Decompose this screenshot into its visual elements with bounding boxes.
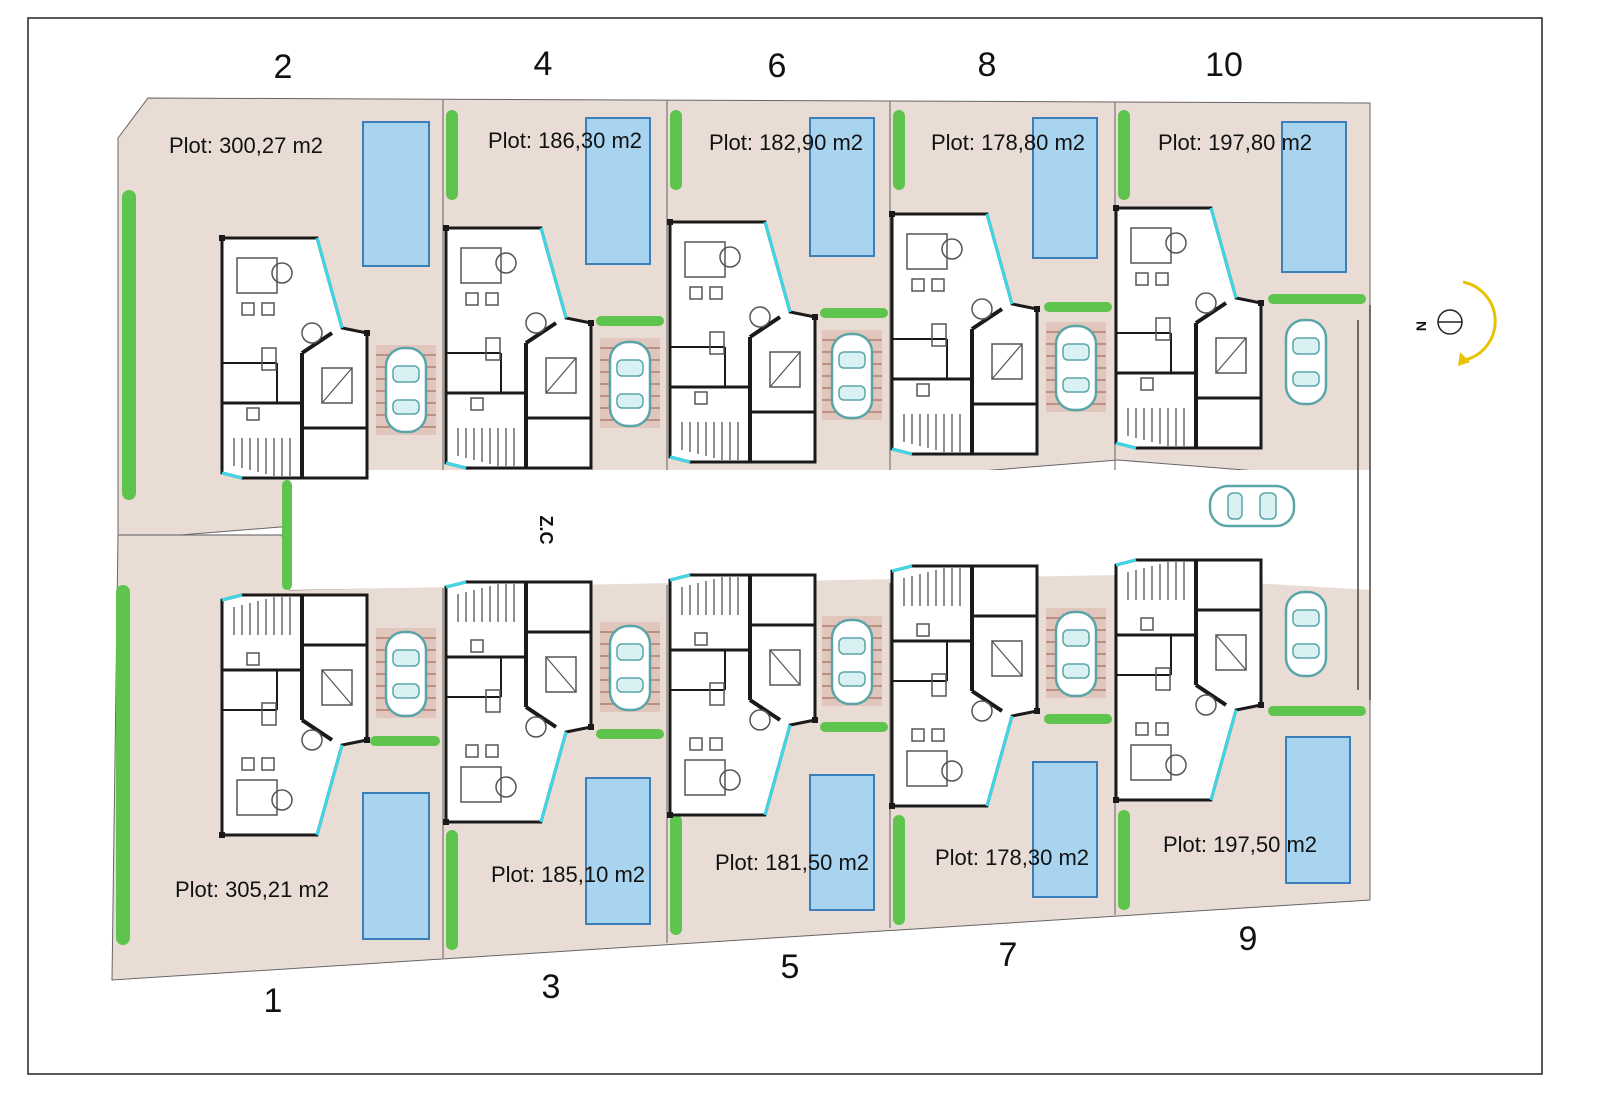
plot-number: 5 (781, 948, 800, 986)
plot-area-label: Plot: 181,50 m2 (715, 850, 869, 875)
pool-plot-10 (1281, 121, 1347, 273)
pool-plot-8 (1032, 117, 1098, 259)
plot-area-label: Plot: 305,21 m2 (175, 877, 329, 902)
car-icon (384, 346, 428, 434)
plot-number: 7 (999, 936, 1018, 974)
pool-plot-5 (809, 774, 875, 911)
north-label: N (1413, 321, 1429, 331)
car-icon (1054, 324, 1098, 412)
east-boundary (1357, 305, 1371, 700)
car-icon (608, 624, 652, 712)
plot-number: 9 (1239, 920, 1258, 958)
car-icon (1284, 318, 1328, 406)
pool-plot-4 (585, 117, 651, 265)
plot-area-label: Plot: 182,90 m2 (709, 130, 863, 155)
car-icon (830, 618, 874, 706)
car-icon (384, 630, 428, 718)
plot-area-label: Plot: 185,10 m2 (491, 862, 645, 887)
plot-number: 6 (768, 47, 787, 85)
plot-numbers: 2 4 6 8 10 1 3 5 7 9 (264, 45, 1258, 1020)
central-street (290, 470, 1370, 590)
plot-area-label: Plot: 186,30 m2 (488, 128, 642, 153)
pool-plot-2 (362, 121, 430, 267)
plot-area-label: Plot: 197,80 m2 (1158, 130, 1312, 155)
street-label: Z.C (536, 516, 556, 545)
plot-number: 3 (542, 968, 561, 1006)
plot-number: 8 (978, 46, 997, 84)
plot-area-label: Plot: 197,50 m2 (1163, 832, 1317, 857)
plot-number: 2 (274, 48, 293, 86)
plot-areas: Plot: 300,27 m2 Plot: 186,30 m2 Plot: 18… (169, 128, 1317, 902)
plot-number: 10 (1205, 46, 1243, 84)
plot-area-label: Plot: 178,80 m2 (931, 130, 1085, 155)
plot-area-label: Plot: 178,30 m2 (935, 845, 1089, 870)
north-compass-icon: N (1413, 280, 1497, 366)
car-icon (1054, 610, 1098, 698)
plot-number: 1 (264, 982, 283, 1020)
pools (362, 117, 1351, 940)
car-icon (608, 340, 652, 428)
pool-plot-6 (809, 117, 875, 257)
car-icon (1284, 590, 1328, 678)
hedges (116, 110, 1366, 950)
plot-area-label: Plot: 300,27 m2 (169, 133, 323, 158)
plot-number: 4 (534, 45, 553, 83)
pool-plot-9 (1285, 736, 1351, 884)
car-icon (830, 332, 874, 420)
pool-plot-7 (1032, 761, 1098, 898)
pool-plot-3 (585, 777, 651, 925)
pool-plot-1 (362, 792, 430, 940)
car-icon (1208, 484, 1296, 528)
